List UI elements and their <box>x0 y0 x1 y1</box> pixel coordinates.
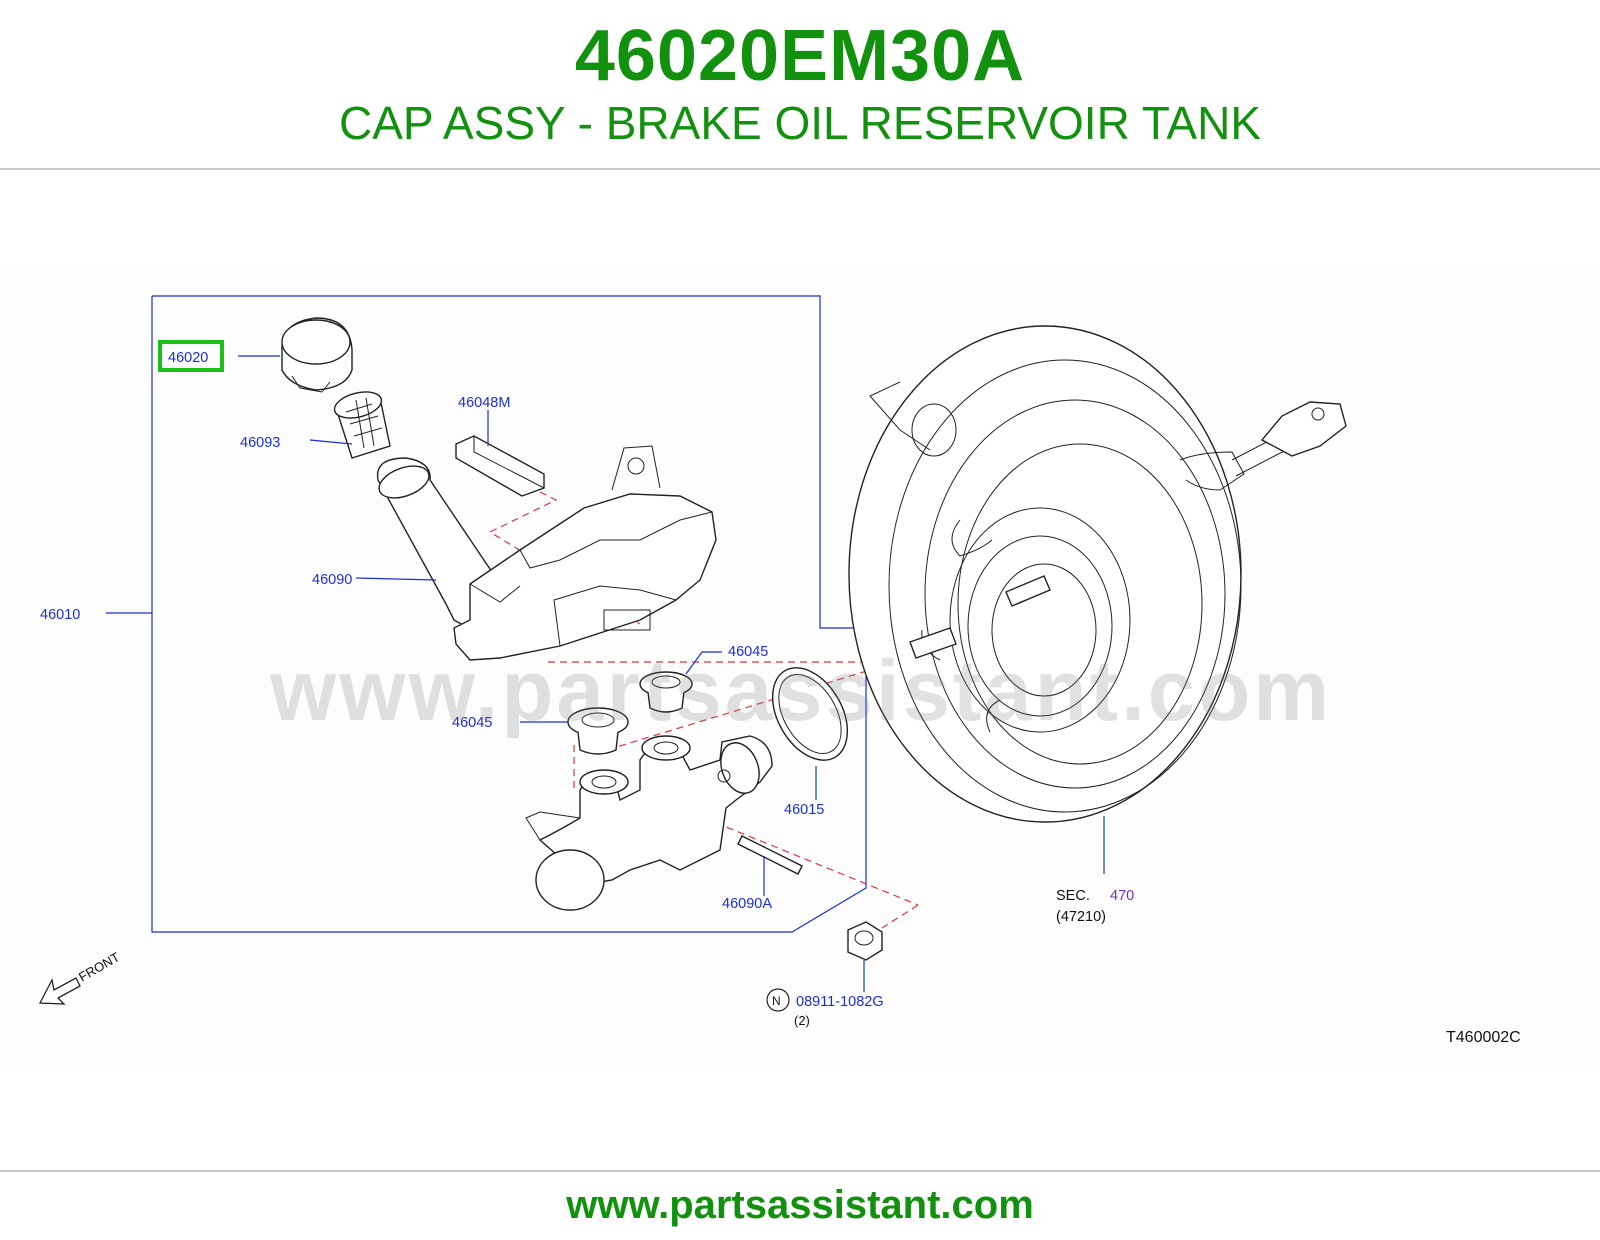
callout-46045-upper[interactable]: 46045 <box>728 644 768 660</box>
new-part-circle-letter: N <box>772 994 781 1008</box>
highlight-box-46020 <box>158 340 224 372</box>
front-arrow-icon <box>38 977 81 1005</box>
callout-46090[interactable]: 46090 <box>312 572 352 588</box>
nut-callout[interactable]: N 08911-1082G (2) <box>766 988 884 1028</box>
callout-46010[interactable]: 46010 <box>40 607 80 623</box>
footer-divider <box>0 1170 1600 1172</box>
o-ring-46015-part[interactable] <box>757 655 862 774</box>
callout-46045-lower[interactable]: 46045 <box>452 715 492 731</box>
callout-46090A[interactable]: 46090A <box>722 896 772 912</box>
callout-46048M[interactable]: 46048M <box>458 395 510 411</box>
pin-46090A-part[interactable] <box>737 835 803 875</box>
section-reference: (47210) <box>1056 909 1106 925</box>
callout-46020[interactable]: 46020 <box>168 350 208 366</box>
parts-diagram-svg: 46020 46093 46048M 46090 46010 46045 460… <box>38 295 1521 1046</box>
reservoir-tank-46090-part[interactable] <box>375 445 717 661</box>
front-direction-indicator: FRONT <box>38 949 122 1005</box>
footer-url[interactable]: www.partsassistant.com <box>566 1183 1034 1227</box>
nut-08911-1082G-part[interactable] <box>847 921 883 961</box>
header-divider <box>0 168 1600 170</box>
page-header: 46020EM30A CAP ASSY - BRAKE OIL RESERVOI… <box>0 0 1600 168</box>
front-label: FRONT <box>76 949 122 984</box>
cap-46020-part[interactable] <box>281 317 353 393</box>
grommet-46045-upper-part[interactable] <box>639 671 693 713</box>
strainer-46093-part[interactable] <box>332 388 391 459</box>
master-cylinder-part <box>525 735 773 911</box>
brake-booster-part <box>848 325 1347 823</box>
callout-46093[interactable]: 46093 <box>240 435 280 451</box>
part-name-subtitle: CAP ASSY - BRAKE OIL RESERVOIR TANK <box>338 97 1262 149</box>
diagram-code: T460002C <box>1446 1029 1521 1046</box>
callout-08911-1082G[interactable]: 08911-1082G <box>796 994 884 1010</box>
callout-46015[interactable]: 46015 <box>784 802 824 818</box>
assembly-boundary <box>151 295 867 933</box>
section-link-470[interactable]: 470 <box>1110 888 1134 904</box>
leader-lines <box>106 355 1105 992</box>
part-number-title: 46020EM30A <box>574 16 1026 96</box>
watermark-text: www.partsassistant.com <box>269 643 1332 739</box>
section-prefix: SEC. <box>1056 888 1090 904</box>
nut-quantity: (2) <box>794 1013 810 1028</box>
insert-46048M-part[interactable] <box>455 435 545 497</box>
parts-diagram: 46020 46093 46048M 46090 46010 46045 460… <box>0 270 1600 1070</box>
